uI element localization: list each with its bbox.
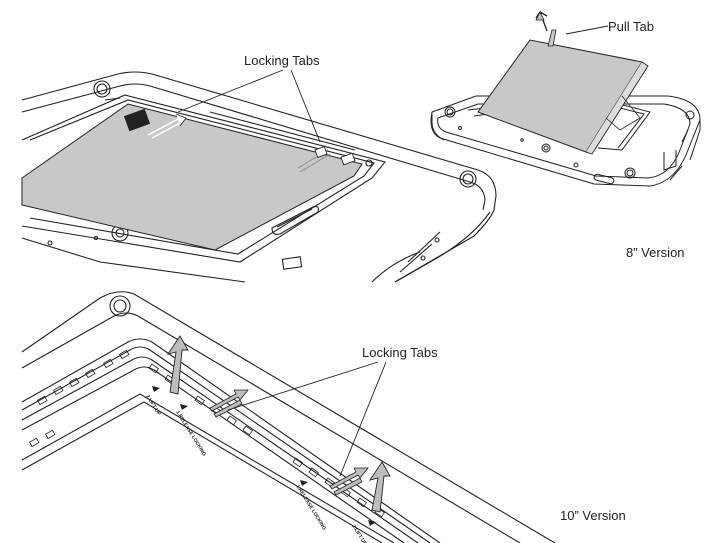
locking-tabs-label-top: Locking Tabs [244,53,320,68]
direction-marker-4 [368,520,376,526]
callout-lines-top [177,69,321,143]
locking-tabs-label-bottom: Locking Tabs [362,345,438,360]
locking-tab-right [297,145,356,173]
device-10in [21,291,556,543]
instruction-release-left: 1.RELEASE LOCKING [174,410,207,458]
locking-tab-left [123,108,187,139]
lift-up-arrow-icon-right [368,461,391,513]
lift-up-arrow-icon-left [166,335,189,395]
release-arrow-icon-left [209,389,249,418]
direction-marker-2 [180,404,188,410]
version-8-label: 8” Version [626,245,685,260]
device-8in-large [21,71,497,283]
rail-slots [28,349,385,518]
device-8in-small [430,95,701,187]
callout-lines-bottom [227,361,387,477]
version-10-label: 10” Version [560,508,626,523]
pull-tab-callout [565,25,609,35]
release-arrow-icon-right [329,467,369,496]
battery-8in-lifted [477,39,643,153]
pull-tab-label: Pull Tab [608,19,655,34]
direction-marker-1 [152,386,160,392]
battery-8in [21,103,363,251]
direction-marker-3 [300,480,308,486]
pull-tab [547,29,557,47]
